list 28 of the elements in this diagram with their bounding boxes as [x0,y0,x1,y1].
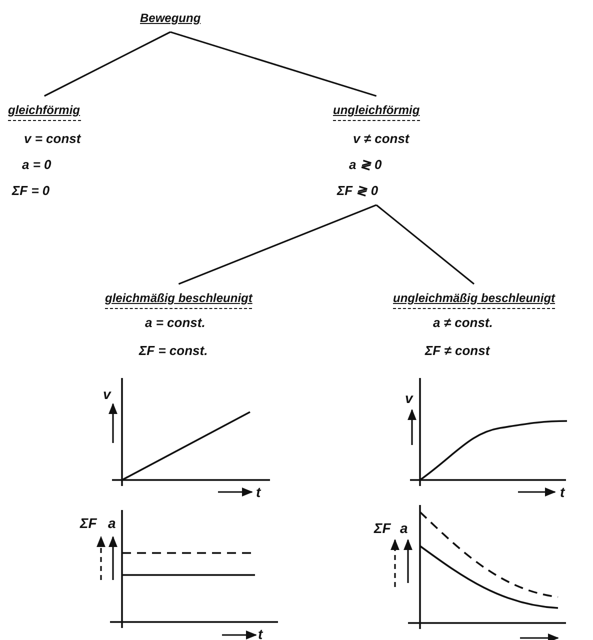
branch-line [44,31,171,97]
branch-line [178,204,377,285]
axis-label: ΣF [80,515,97,531]
category-heading: ungleichmäßig beschleunigt [393,290,556,309]
formula: v ≠ const [353,131,411,147]
formula: v = const [24,131,81,147]
axis-label: v [405,390,413,406]
formula: ΣF ≠ const [425,343,492,359]
formula: a ≷ 0 [349,157,383,173]
category-heading: gleichmäßig beschleunigt [105,290,252,309]
category-heading: ungleichförmig [333,102,420,121]
axis-label: t [256,484,261,500]
category-heading: gleichförmig [8,102,81,121]
formula: ΣF = 0 [12,183,51,199]
branch-line [170,31,377,97]
axis-label: a [108,515,116,531]
branch-line [376,204,475,285]
axis-label: ΣF [374,520,391,536]
axis-label: v [103,386,111,402]
formula: ΣF = const. [139,343,209,359]
category-heading: Bewegung [140,10,201,26]
formula: ΣF ≷ 0 [337,183,380,199]
axis-label: a [400,520,408,536]
formula: a ≠ const. [433,315,494,331]
formula: a = const. [145,315,206,331]
axis-label: t [560,484,565,500]
formula: a = 0 [22,157,52,173]
axis-label: t [258,626,263,640]
